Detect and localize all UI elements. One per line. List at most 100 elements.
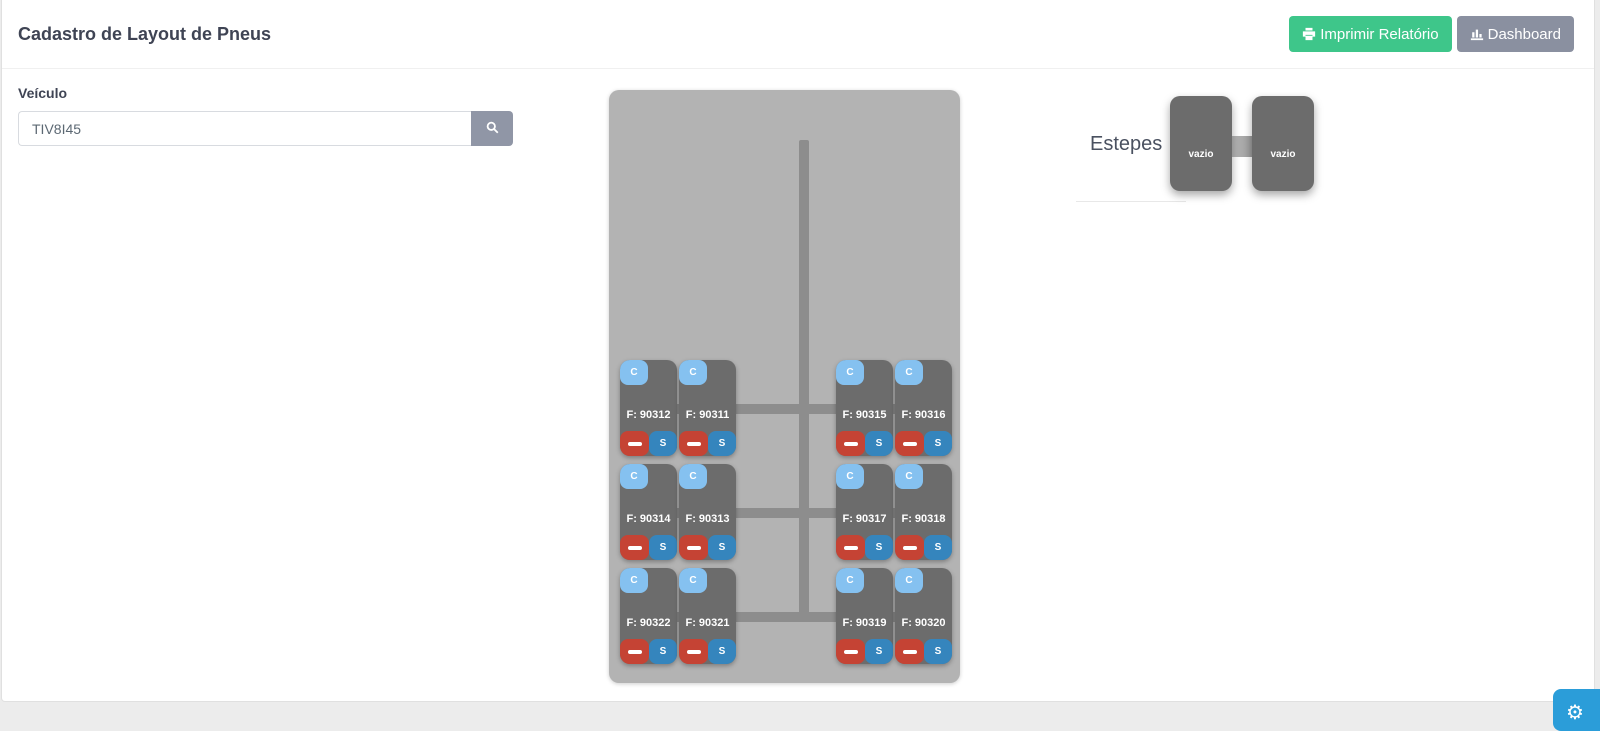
spare-slot[interactable]: vazio xyxy=(1252,96,1314,191)
tire-c-button[interactable]: C xyxy=(620,360,648,385)
vehicle-search-button[interactable] xyxy=(471,111,513,146)
printer-icon xyxy=(1302,27,1316,41)
tire-fire-label: F: 90318 xyxy=(901,513,946,525)
tire-s-button[interactable]: S xyxy=(924,431,952,456)
content-area: Veículo C F: 90312 xyxy=(2,69,1594,702)
gear-icon: ⚙ xyxy=(1566,702,1584,724)
tire-c-button[interactable]: C xyxy=(620,568,648,593)
tire-card[interactable]: C F: 90319 S xyxy=(836,568,893,664)
tire-card[interactable]: C F: 90322 S xyxy=(620,568,677,664)
tire-s-button[interactable]: S xyxy=(649,535,677,560)
dashboard-label: Dashboard xyxy=(1487,25,1561,43)
minus-icon xyxy=(627,649,642,654)
main-card: Cadastro de Layout de Pneus Imprimir Rel… xyxy=(1,0,1595,702)
tire-c-button[interactable]: C xyxy=(679,464,707,489)
tire-remove-button[interactable] xyxy=(836,535,865,560)
tire-remove-button[interactable] xyxy=(620,431,649,456)
tire-c-button[interactable]: C xyxy=(836,360,864,385)
estepes-underline xyxy=(1076,201,1186,202)
estepes-label: Estepes xyxy=(1090,133,1163,155)
tire-fire-label: F: 90311 xyxy=(685,409,730,421)
minus-icon xyxy=(686,649,701,654)
axle-bar xyxy=(645,404,925,414)
tire-s-button[interactable]: S xyxy=(708,431,736,456)
tire-s-button[interactable]: S xyxy=(865,431,893,456)
tire-s-button[interactable]: S xyxy=(649,431,677,456)
tire-remove-button[interactable] xyxy=(895,535,924,560)
minus-icon xyxy=(627,545,642,550)
tire-card[interactable]: C F: 90320 S xyxy=(895,568,952,664)
tire-c-button[interactable]: C xyxy=(895,568,923,593)
bar-chart-icon xyxy=(1470,27,1484,41)
tire-fire-label: F: 90312 xyxy=(626,409,671,421)
tire-c-button[interactable]: C xyxy=(895,464,923,489)
minus-icon xyxy=(627,441,642,446)
tire-card[interactable]: C F: 90313 S xyxy=(679,464,736,560)
tire-remove-button[interactable] xyxy=(620,535,649,560)
tire-s-button[interactable]: S xyxy=(649,639,677,664)
spare-slot[interactable]: vazio xyxy=(1170,96,1232,191)
tire-fire-label: F: 90321 xyxy=(685,617,730,629)
tire-remove-button[interactable] xyxy=(836,431,865,456)
tire-s-button[interactable]: S xyxy=(865,535,893,560)
tire-c-button[interactable]: C xyxy=(836,464,864,489)
tire-c-button[interactable]: C xyxy=(679,568,707,593)
tire-s-button[interactable]: S xyxy=(708,639,736,664)
tire-card[interactable]: C F: 90315 S xyxy=(836,360,893,456)
tire-fire-label: F: 90322 xyxy=(626,617,671,629)
tire-fire-label: F: 90320 xyxy=(901,617,946,629)
magnifier-icon xyxy=(486,121,499,137)
vehicle-plate-input[interactable] xyxy=(18,111,471,146)
dashboard-button[interactable]: Dashboard xyxy=(1456,16,1574,52)
tire-remove-button[interactable] xyxy=(895,431,924,456)
tire-card[interactable]: C F: 90312 S xyxy=(620,360,677,456)
vehicle-input-group xyxy=(18,111,513,146)
tire-c-button[interactable]: C xyxy=(895,360,923,385)
tire-c-button[interactable]: C xyxy=(679,360,707,385)
tire-card[interactable]: C F: 90311 S xyxy=(679,360,736,456)
tire-card[interactable]: C F: 90318 S xyxy=(895,464,952,560)
print-report-button[interactable]: Imprimir Relatório xyxy=(1289,16,1452,52)
minus-icon xyxy=(843,545,858,550)
minus-icon xyxy=(902,649,917,654)
page-title: Cadastro de Layout de Pneus xyxy=(18,23,272,44)
tire-c-button[interactable]: C xyxy=(620,464,648,489)
tire-remove-button[interactable] xyxy=(620,639,649,664)
minus-icon xyxy=(843,649,858,654)
minus-icon xyxy=(843,441,858,446)
tire-card[interactable]: C F: 90317 S xyxy=(836,464,893,560)
spare-slot-label: vazio xyxy=(1188,149,1214,160)
tire-s-button[interactable]: S xyxy=(708,535,736,560)
minus-icon xyxy=(902,545,917,550)
tire-card[interactable]: C F: 90316 S xyxy=(895,360,952,456)
tire-remove-button[interactable] xyxy=(679,535,708,560)
tire-s-button[interactable]: S xyxy=(924,535,952,560)
tire-card[interactable]: C F: 90321 S xyxy=(679,568,736,664)
tire-card[interactable]: C F: 90314 S xyxy=(620,464,677,560)
tire-fire-label: F: 90315 xyxy=(842,409,887,421)
tire-remove-button[interactable] xyxy=(836,639,865,664)
axle-bar xyxy=(645,612,925,622)
print-report-label: Imprimir Relatório xyxy=(1320,25,1439,43)
axle-bar xyxy=(645,508,925,518)
tire-fire-label: F: 90314 xyxy=(626,513,671,525)
tire-s-button[interactable]: S xyxy=(924,639,952,664)
tire-fire-label: F: 90319 xyxy=(842,617,887,629)
chassis-diagram: C F: 90312 S C F: 90311 S C F: 90315 S C… xyxy=(609,90,960,683)
page-header: Cadastro de Layout de Pneus Imprimir Rel… xyxy=(2,0,1594,69)
tire-c-button[interactable]: C xyxy=(836,568,864,593)
header-actions: Imprimir Relatório Dashboard xyxy=(1289,16,1574,52)
vehicle-form: Veículo xyxy=(18,85,513,146)
vehicle-label: Veículo xyxy=(18,85,68,101)
minus-icon xyxy=(686,545,701,550)
settings-fab-button[interactable]: ⚙ xyxy=(1553,689,1600,731)
tire-remove-button[interactable] xyxy=(679,431,708,456)
minus-icon xyxy=(902,441,917,446)
tire-fire-label: F: 90317 xyxy=(842,513,887,525)
tire-remove-button[interactable] xyxy=(895,639,924,664)
tire-s-button[interactable]: S xyxy=(865,639,893,664)
minus-icon xyxy=(686,441,701,446)
tire-remove-button[interactable] xyxy=(679,639,708,664)
tire-fire-label: F: 90316 xyxy=(901,409,946,421)
chassis-spine xyxy=(799,140,809,620)
